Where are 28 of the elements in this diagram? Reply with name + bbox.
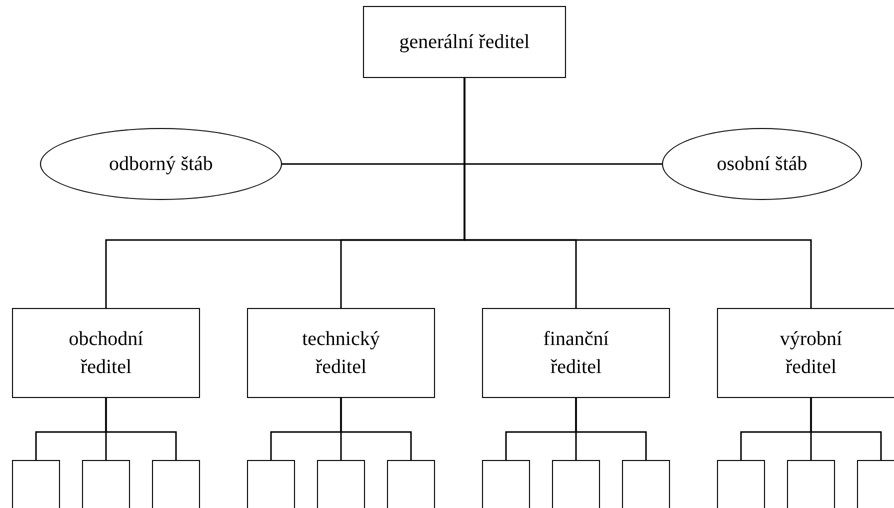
node-label: odborný štáb [109, 152, 213, 177]
position-box [12, 308, 200, 398]
node-label: obchodní ředitel [68, 327, 144, 380]
empty-box [247, 460, 295, 508]
empty-box [152, 460, 200, 508]
node-label: finanční ředitel [542, 327, 610, 380]
node-label: osobní štáb [716, 152, 808, 177]
empty-box [857, 460, 894, 508]
position-box [482, 308, 670, 398]
node-label: generální ředitel [399, 30, 530, 55]
empty-box [12, 460, 60, 508]
connector-line [575, 398, 647, 460]
node-label: technický ředitel [301, 327, 381, 380]
position-box [363, 6, 566, 78]
empty-box [317, 460, 365, 508]
connector-line [340, 398, 412, 460]
position-box [247, 308, 435, 398]
connector-line [810, 398, 882, 460]
empty-box [787, 460, 835, 508]
empty-box [82, 460, 130, 508]
empty-box [622, 460, 670, 508]
node-label: výrobní ředitel [778, 327, 844, 380]
empty-box [387, 460, 435, 508]
empty-box [552, 460, 600, 508]
empty-box [717, 460, 765, 508]
empty-box [482, 460, 530, 508]
position-box [717, 308, 894, 398]
connector-line [105, 398, 177, 460]
